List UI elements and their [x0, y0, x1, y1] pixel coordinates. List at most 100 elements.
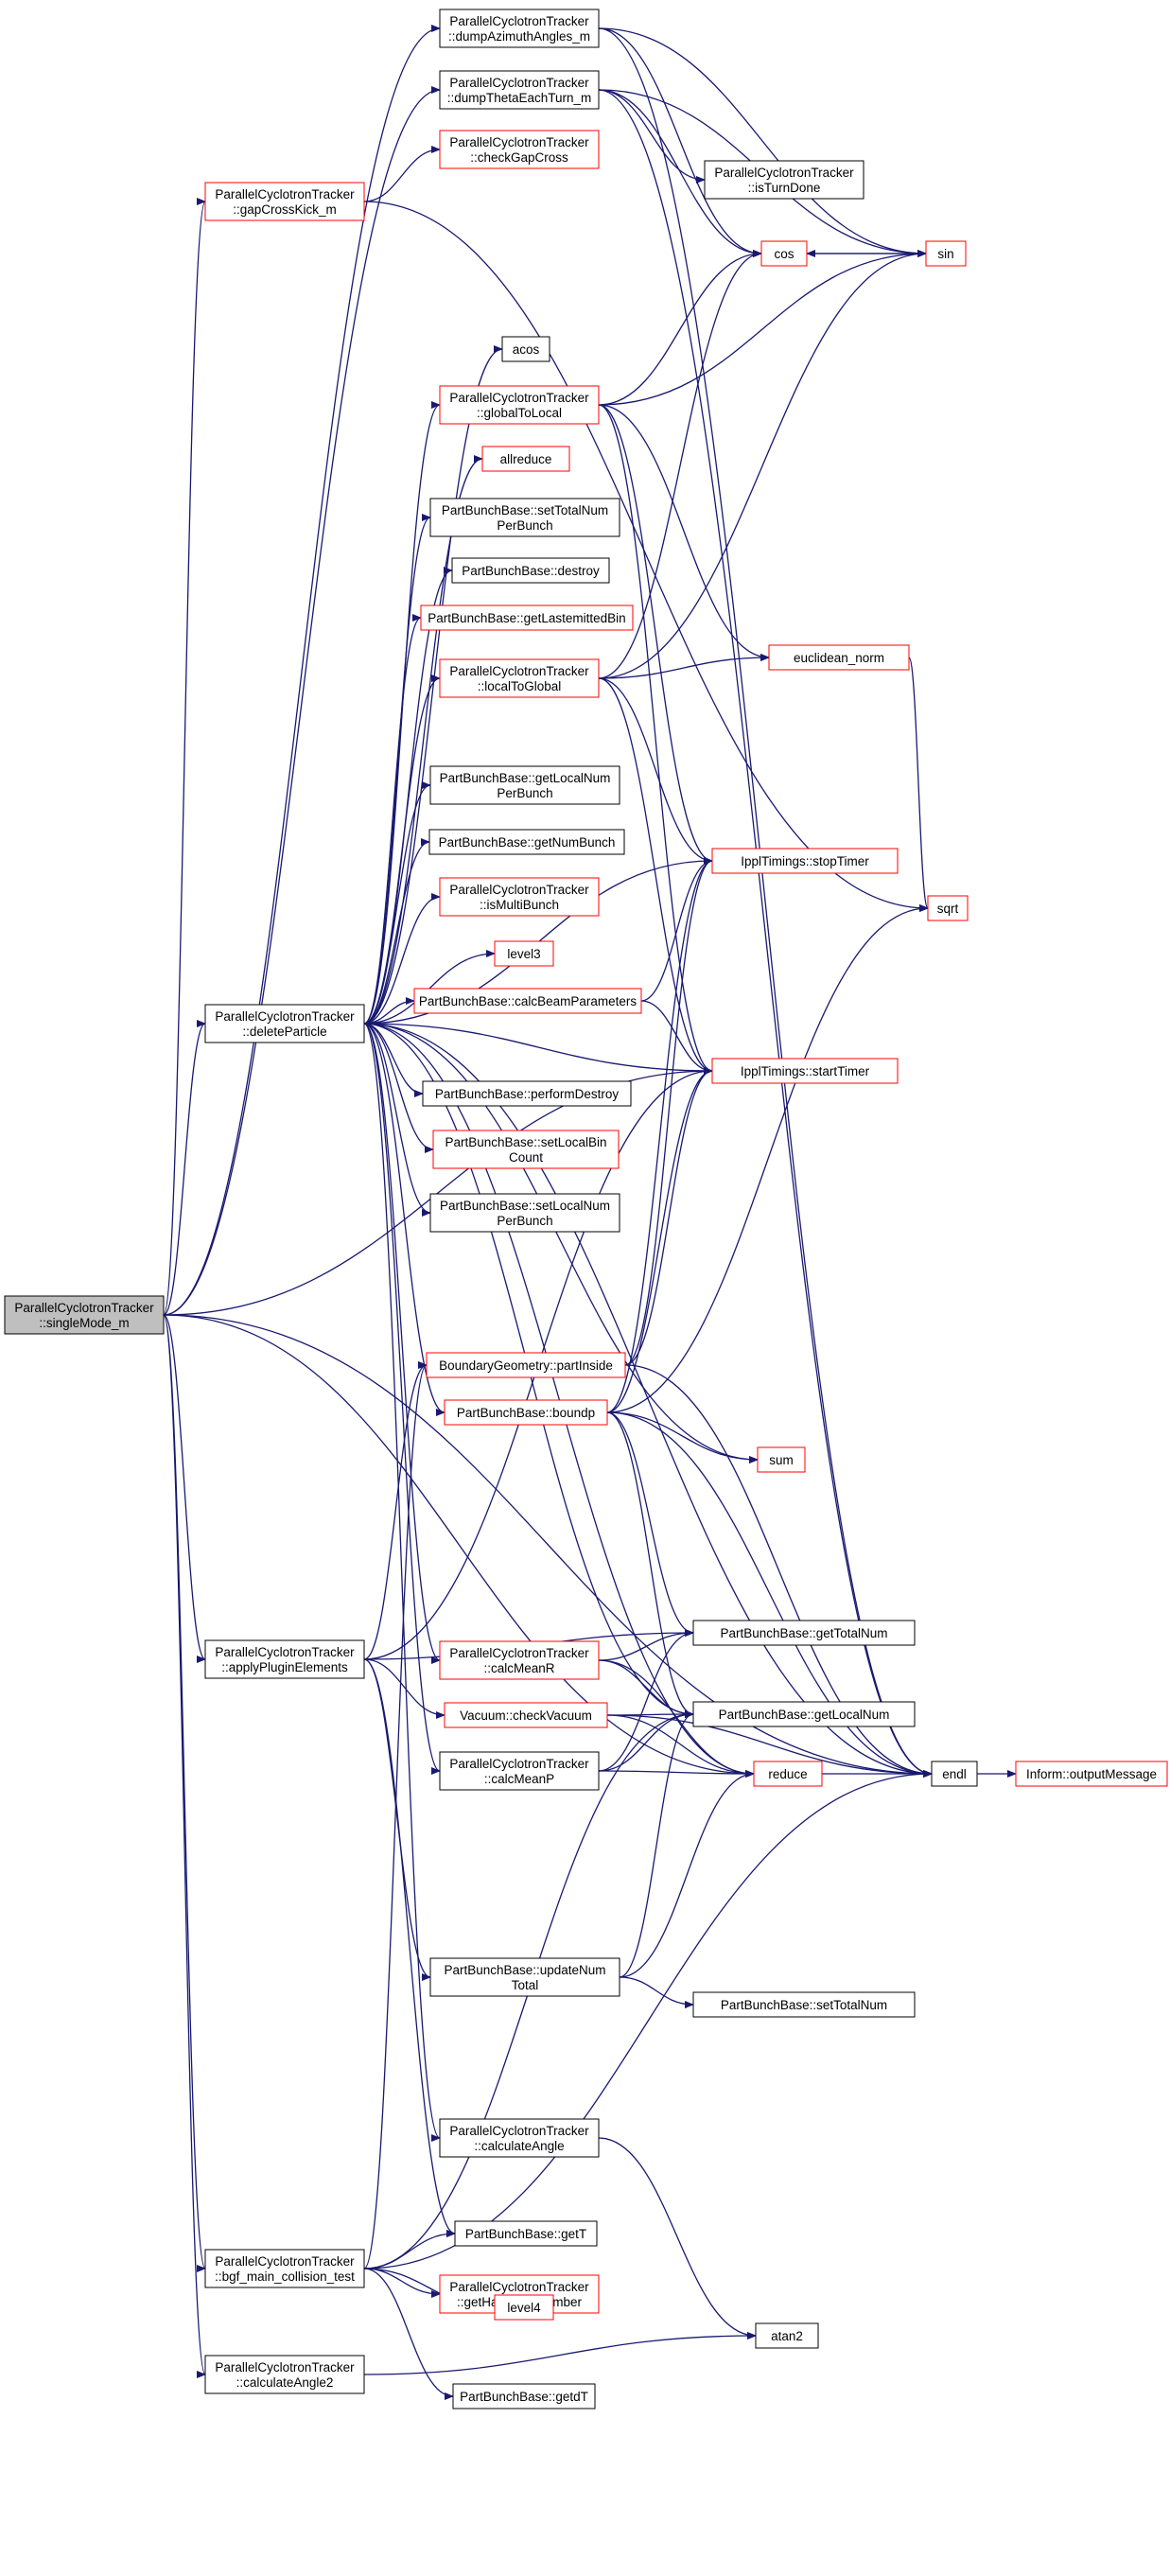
node-label: ::dumpThetaEachTurn_m: [447, 91, 592, 105]
node-is-turn-done[interactable]: ParallelCyclotronTracker::isTurnDone: [704, 160, 864, 200]
node-label: ::calculateAngle2: [236, 2375, 334, 2390]
node-boundp[interactable]: PartBunchBase::boundp: [444, 1399, 608, 1426]
edge-single-mode-to-bgf: [163, 1314, 206, 2272]
node-delete-particle[interactable]: ParallelCyclotronTracker::deleteParticle: [204, 1004, 365, 1043]
node-start-timer[interactable]: IpplTimings::startTimer: [711, 1058, 899, 1084]
edge-delete-particle-to-sum: [363, 1023, 759, 1463]
node-label: ParallelCyclotronTracker: [215, 1645, 355, 1659]
node-atan2[interactable]: atan2: [755, 2322, 819, 2349]
node-sum[interactable]: sum: [757, 1446, 806, 1473]
edge-calc-mean-p-to-reduce: [598, 1769, 755, 1778]
node-get-total-num[interactable]: PartBunchBase::getTotalNum: [692, 1620, 916, 1646]
node-calc-mean-p[interactable]: ParallelCyclotronTracker::calcMeanP: [439, 1751, 600, 1791]
edge-local-to-global-to-euclidean-norm: [598, 654, 770, 679]
node-local-to-global[interactable]: ParallelCyclotronTracker::localToGlobal: [439, 658, 600, 698]
node-label: PartBunchBase::getNumBunch: [439, 835, 616, 850]
edge-single-mode-to-apply-plugin-elements: [163, 1314, 206, 1663]
edge-global-to-local-to-start-timer: [598, 404, 713, 1075]
node-level4[interactable]: level4: [494, 2294, 554, 2321]
node-calc-mean-r[interactable]: ParallelCyclotronTracker::calcMeanR: [439, 1640, 600, 1680]
node-single-mode[interactable]: ParallelCyclotronTracker::singleMode_m: [4, 1295, 165, 1335]
node-reduce[interactable]: reduce: [753, 1761, 823, 1787]
node-box: [711, 848, 899, 874]
node-apply-plugin-elements[interactable]: ParallelCyclotronTracker::applyPluginEle…: [204, 1639, 365, 1679]
edge-single-mode-to-reduce: [163, 1314, 755, 1778]
edge-delete-particle-to-allreduce: [363, 455, 483, 1025]
edge-boundp-to-sqrt: [606, 904, 929, 1413]
node-label: ParallelCyclotronTracker: [449, 664, 589, 678]
node-label: ::globalToLocal: [477, 406, 562, 420]
node-part-inside[interactable]: BoundaryGeometry::partInside: [426, 1352, 626, 1378]
node-acos[interactable]: acos: [501, 336, 550, 362]
edge-euclidean-norm-to-sqrt: [908, 657, 929, 912]
node-calc-beam-parameters[interactable]: PartBunchBase::calcBeamParameters: [413, 988, 642, 1014]
node-box: [439, 2118, 600, 2158]
node-get-num-bunch[interactable]: PartBunchBase::getNumBunch: [428, 829, 625, 855]
node-label: ParallelCyclotronTracker: [215, 1009, 355, 1024]
node-box: [1015, 1761, 1168, 1787]
edge-bgf-to-part-inside: [363, 1361, 428, 2269]
node-gap-cross-kick[interactable]: ParallelCyclotronTracker::gapCrossKick_m: [204, 182, 365, 221]
node-box: [429, 1193, 620, 1233]
node-stop-timer[interactable]: IpplTimings::stopTimer: [711, 848, 899, 874]
node-dump-azimuth[interactable]: ParallelCyclotronTracker::dumpAzimuthAng…: [439, 9, 600, 48]
node-sqrt[interactable]: sqrt: [927, 895, 969, 921]
node-check-vacuum[interactable]: Vacuum::checkVacuum: [444, 1702, 608, 1728]
edge-local-to-global-to-stop-timer: [598, 677, 713, 865]
node-calculate-angle2[interactable]: ParallelCyclotronTracker::calculateAngle…: [204, 2355, 365, 2394]
edge-delete-particle-to-set-local-num-per-bunch: [363, 1023, 431, 1217]
node-global-to-local[interactable]: ParallelCyclotronTracker::globalToLocal: [439, 385, 600, 425]
node-label: sin: [937, 247, 953, 261]
edge-calc-beam-parameters-to-stop-timer: [640, 857, 713, 1002]
node-euclidean-norm[interactable]: euclidean_norm: [768, 644, 910, 671]
node-label: ParallelCyclotronTracker: [14, 1301, 154, 1315]
node-endl[interactable]: endl: [931, 1761, 978, 1787]
edge-delete-particle-to-calculate-angle: [363, 1023, 441, 2142]
node-label: ::dumpAzimuthAngles_m: [448, 29, 590, 44]
node-cos[interactable]: cos: [760, 240, 808, 267]
edge-calc-mean-r-to-get-local-num: [598, 1659, 694, 1718]
node-label: PerBunch: [497, 1214, 552, 1228]
node-label: ::singleMode_m: [39, 1316, 129, 1330]
node-box: [432, 1130, 620, 1169]
node-box: [422, 1080, 632, 1107]
node-dump-theta[interactable]: ParallelCyclotronTracker::dumpThetaEachT…: [439, 70, 600, 110]
node-label: PerBunch: [497, 518, 552, 533]
node-sin[interactable]: sin: [925, 240, 967, 267]
edge-dump-theta-to-cos: [598, 89, 762, 257]
node-label: IpplTimings::startTimer: [741, 1064, 870, 1078]
node-level3[interactable]: level3: [494, 940, 554, 967]
node-perform-destroy[interactable]: PartBunchBase::performDestroy: [422, 1080, 632, 1107]
node-bgf[interactable]: ParallelCyclotronTracker::bgf_main_colli…: [204, 2249, 365, 2288]
node-set-total-num[interactable]: PartBunchBase::setTotalNum: [692, 1991, 916, 2018]
node-label: BoundaryGeometry::partInside: [439, 1358, 613, 1373]
node-label: cos: [774, 247, 794, 261]
node-label: level4: [507, 2301, 541, 2315]
node-allreduce[interactable]: allreduce: [481, 446, 570, 472]
node-label: ::localToGlobal: [478, 679, 562, 693]
node-getd-t[interactable]: PartBunchBase::getdT: [452, 2383, 596, 2410]
node-get-lastemitted-bin[interactable]: PartBunchBase::getLastemittedBin: [420, 605, 634, 631]
edge-delete-particle-to-set-local-bin-count: [363, 1023, 434, 1153]
edge-gap-cross-kick-to-check-gap-cross: [363, 146, 441, 202]
edge-delete-particle-to-calc-mean-p: [363, 1023, 441, 1775]
node-output-message[interactable]: Inform::outputMessage: [1015, 1761, 1168, 1787]
node-calculate-angle[interactable]: ParallelCyclotronTracker::calculateAngle: [439, 2118, 600, 2158]
node-get-local-num[interactable]: PartBunchBase::getLocalNum: [692, 1701, 916, 1727]
node-destroy[interactable]: PartBunchBase::destroy: [451, 557, 610, 584]
node-box: [925, 240, 967, 267]
node-is-multi-bunch[interactable]: ParallelCyclotronTracker::isMultiBunch: [439, 877, 600, 917]
node-label: euclidean_norm: [794, 651, 884, 665]
edge-delete-particle-to-get-lastemitted-bin: [363, 614, 422, 1025]
node-label: ::calcMeanP: [484, 1772, 554, 1786]
node-get-t[interactable]: PartBunchBase::getT: [454, 2220, 598, 2247]
node-box: [204, 1639, 365, 1679]
node-check-gap-cross[interactable]: ParallelCyclotronTracker::checkGapCross: [439, 130, 600, 169]
edge-global-to-local-to-euclidean-norm: [598, 404, 770, 661]
